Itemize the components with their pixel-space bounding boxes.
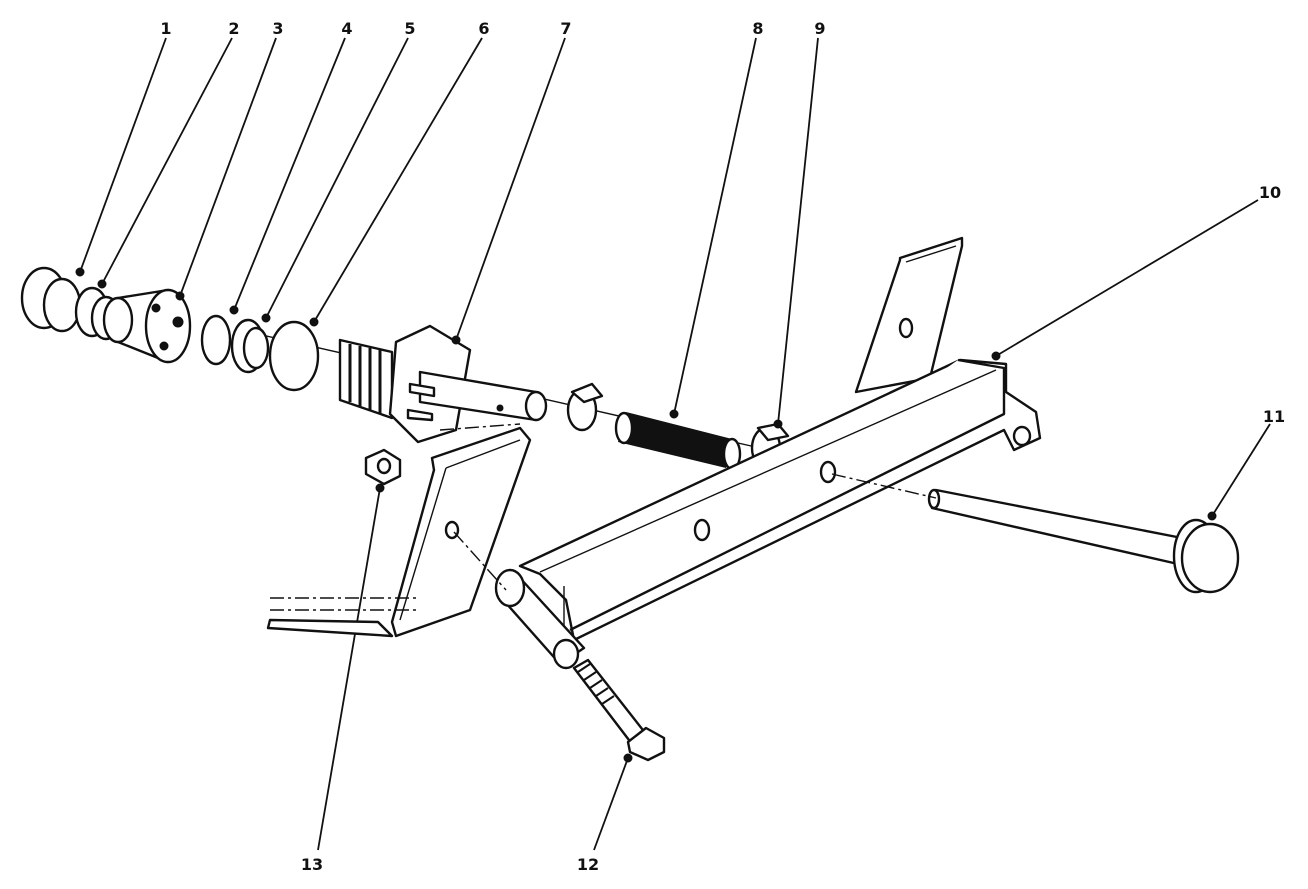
threaded-fitting-part-7	[338, 324, 548, 444]
leader-11	[1211, 423, 1271, 517]
callout-10: 10	[1259, 183, 1281, 202]
hose-part-8	[614, 409, 742, 471]
callout-labels: 1 2 3 4 5 6 7 8 9 10 11 12 13	[160, 19, 1285, 874]
leader-9	[777, 37, 819, 425]
callout-7: 7	[560, 19, 571, 38]
leader-5	[265, 37, 409, 319]
callout-12: 12	[577, 855, 599, 874]
alignment-lines	[270, 423, 937, 611]
callout-4: 4	[341, 19, 352, 38]
sleeve-part-3	[102, 288, 192, 364]
leader-4	[233, 37, 346, 311]
leader-8	[673, 37, 757, 415]
leader-10	[995, 199, 1259, 357]
o-ring-part-4	[200, 305, 239, 366]
leader-12	[593, 757, 629, 851]
leader-1	[79, 37, 167, 273]
leader-6	[313, 37, 483, 323]
pivot-tube	[494, 568, 586, 670]
bolt-part-12	[572, 658, 666, 763]
callout-2: 2	[228, 19, 239, 38]
lever-arm-part-10	[518, 351, 1042, 642]
callout-11: 11	[1263, 407, 1285, 426]
callout-13: 13	[301, 855, 323, 874]
callout-6: 6	[478, 19, 489, 38]
leader-2	[101, 37, 233, 285]
seal-ring-part-1	[20, 266, 85, 333]
leader-lines	[79, 37, 1271, 851]
leader-7	[455, 37, 566, 341]
nut-part-13	[364, 448, 402, 493]
callout-8: 8	[752, 19, 763, 38]
spacer-ring-part-5	[230, 313, 271, 374]
knob-rod-part-11	[927, 488, 1240, 594]
callout-1: 1	[160, 19, 171, 38]
leader-13	[317, 487, 381, 851]
callout-5: 5	[404, 19, 415, 38]
leader-3	[179, 37, 277, 297]
callout-9: 9	[814, 19, 825, 38]
callout-3: 3	[272, 19, 283, 38]
gasket-part-6	[268, 317, 320, 392]
